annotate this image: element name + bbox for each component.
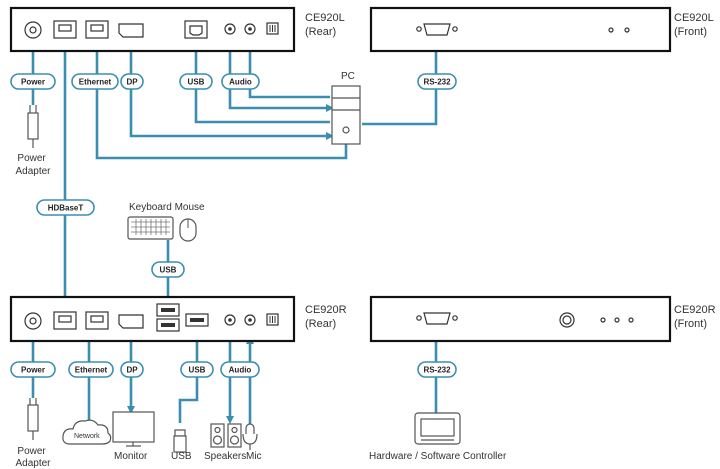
dp-pill <box>120 73 144 90</box>
microphone-icon <box>242 423 258 450</box>
device-ce920r-front <box>369 295 672 343</box>
power-adapter-bottom-line2: Adapter <box>15 458 51 469</box>
power-adapter-bottom-line1: Power <box>17 446 46 457</box>
speakers-label: Speakers <box>204 451 246 462</box>
power-adapter-top-line2: Adapter <box>15 166 51 177</box>
power-pill <box>10 361 56 378</box>
usb-drive-icon <box>173 429 187 453</box>
dp-port-icon <box>118 23 144 38</box>
power-adapter-label-top: Power Adapter <box>15 153 51 177</box>
ce920l-rear-line1: CE920L <box>305 12 345 24</box>
device-ce920l-rear <box>9 6 296 53</box>
led-icon <box>600 317 606 323</box>
ce920l-rear-label: CE920L (Rear) <box>305 12 347 38</box>
network-label: Network <box>74 433 100 440</box>
monitor-icon <box>112 411 155 447</box>
rs232-port-icon <box>423 23 451 36</box>
keyboard-icon <box>127 216 174 240</box>
audio-pill-label: Audio <box>229 366 252 375</box>
speakers-icon <box>210 423 242 448</box>
ethernet-pill <box>71 73 119 90</box>
ethernet-pill <box>68 361 114 378</box>
cable-labels: Power Ethernet DP USB Audio RS-232 HDBas… <box>10 73 457 378</box>
network-cloud-icon <box>62 419 112 445</box>
ce920r-rear-line2: (Rear) <box>305 318 336 330</box>
ethernet-pill-label: Ethernet <box>79 78 112 87</box>
cable-lines <box>31 34 438 425</box>
controller-terminal-icon <box>414 412 461 445</box>
usb-pill-label: USB <box>189 366 206 375</box>
ce920l-rear-line2: (Rear) <box>305 26 336 38</box>
power-adapter-icon <box>27 105 39 148</box>
rs232-pill-label: RS-232 <box>423 366 451 375</box>
led-icon <box>624 27 630 33</box>
mouse-icon <box>179 218 197 242</box>
ethernet-pill-label: Ethernet <box>75 366 108 375</box>
ce920l-front-line2: (Front) <box>674 26 707 38</box>
keyboard-mouse-label: Keyboard Mouse <box>129 202 205 213</box>
hdbaset-pill <box>36 199 95 216</box>
audio-pill <box>220 361 260 378</box>
led-icon <box>628 317 634 323</box>
led-icon <box>608 27 614 33</box>
rs232-pill-label: RS-232 <box>423 78 451 87</box>
ce920l-front-label: CE920L (Front) <box>674 12 716 38</box>
power-pill-label: Power <box>21 366 45 375</box>
usb-pill-label: USB <box>188 78 205 87</box>
ce920r-rear-line1: CE920R <box>305 304 347 316</box>
usb-pill <box>179 73 213 90</box>
monitor-label: Monitor <box>114 451 148 462</box>
power-pill <box>10 73 56 90</box>
dp-port-icon <box>118 314 144 329</box>
usb-device-label: USB <box>171 451 192 462</box>
device-ce920r-rear <box>9 295 296 343</box>
controller-label: Hardware / Software Controller <box>369 451 507 462</box>
power-adapter-icon <box>27 398 39 440</box>
device-ce920l-front <box>369 6 672 53</box>
usb-pill <box>180 361 214 378</box>
power-pill-label: Power <box>21 78 45 87</box>
rs232-pill <box>417 361 457 378</box>
pc-label: PC <box>341 71 355 82</box>
audio-pill <box>221 73 260 90</box>
ce920l-front-line1: CE920L <box>674 12 714 24</box>
dp-pill-label: DP <box>126 78 138 87</box>
dp-pill <box>120 361 144 378</box>
mic-label: Mic <box>246 451 262 462</box>
ce920r-front-label: CE920R (Front) <box>674 304 719 330</box>
rs232-port-icon <box>423 312 451 325</box>
usb-kbm-pill <box>151 261 185 278</box>
power-adapter-label-bottom: Power Adapter <box>15 446 51 469</box>
ce920r-front-line1: CE920R <box>674 304 716 316</box>
rs232-pill <box>417 73 457 90</box>
audio-pill-label: Audio <box>229 78 252 87</box>
dp-pill-label: DP <box>126 366 138 375</box>
pc-tower-icon <box>331 85 361 145</box>
power-adapter-top-line1: Power <box>17 153 46 164</box>
ce920r-front-line2: (Front) <box>674 318 707 330</box>
ce920r-rear-label: CE920R (Rear) <box>305 304 350 330</box>
led-icon <box>614 317 620 323</box>
hdbaset-pill-label: HDBaseT <box>48 204 84 213</box>
usb-kbm-pill-label: USB <box>160 266 177 275</box>
